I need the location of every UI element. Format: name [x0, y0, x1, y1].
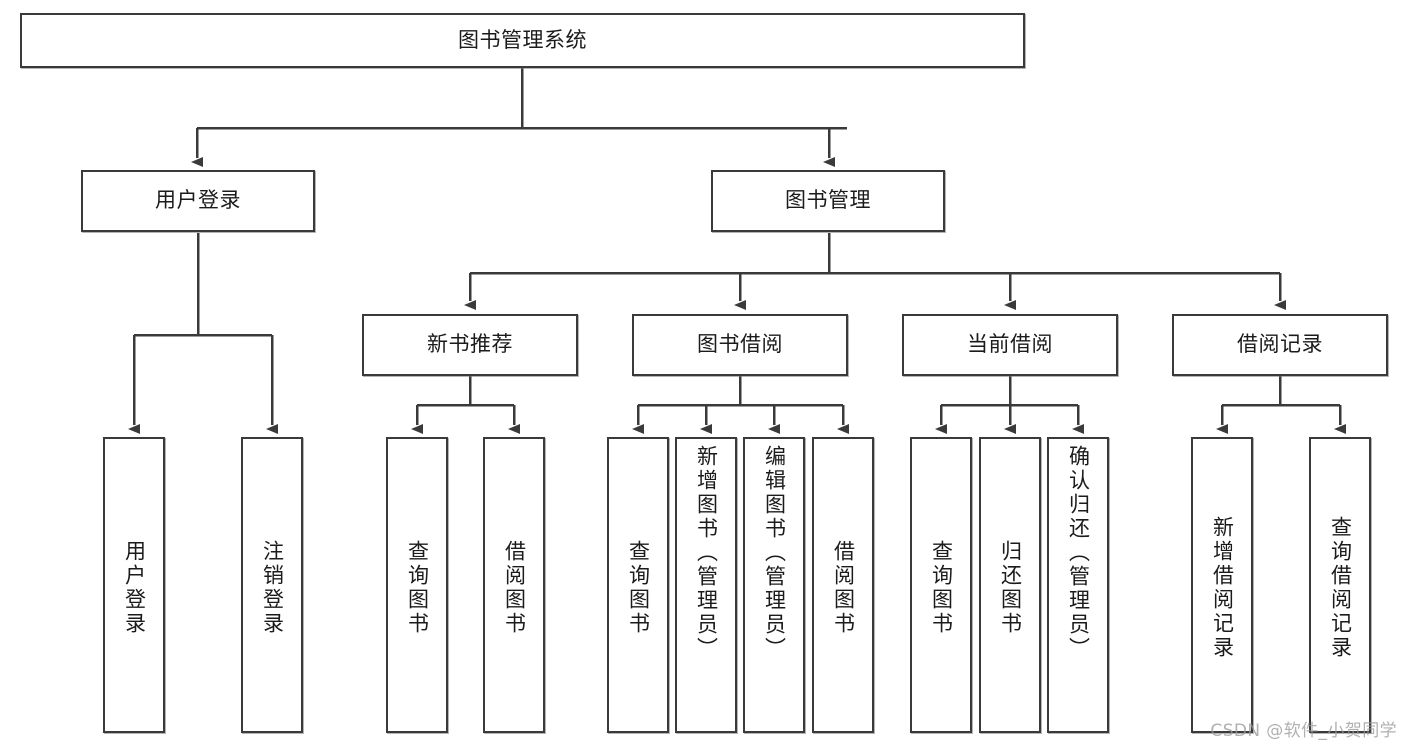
- node-book-management[interactable]: 图书管理: [711, 170, 945, 232]
- node-borrowing-record[interactable]: 借阅记录: [1172, 314, 1388, 376]
- leaf-borrow-record-add-record[interactable]: 新增借阅记录: [1191, 437, 1253, 733]
- leaf-borrow-record-query-record[interactable]: 查询借阅记录: [1309, 437, 1371, 733]
- leaf-label: 查询借阅记录: [1328, 516, 1353, 660]
- leaf-current-borrow-query-books[interactable]: 查询图书: [910, 437, 972, 733]
- csdn-watermark: CSDN @软件_小贺同学: [1210, 721, 1397, 741]
- leaf-current-borrow-return-books[interactable]: 归还图书: [979, 437, 1041, 733]
- leaf-label: 用户登录: [122, 540, 147, 636]
- leaf-book-borrow-edit-book-admin[interactable]: 编辑图书（管理员）: [743, 437, 805, 733]
- node-label: 图书管理系统: [458, 27, 587, 52]
- node-book-borrowing[interactable]: 图书借阅: [632, 314, 848, 376]
- leaf-book-borrow-add-book-admin[interactable]: 新增图书（管理员）: [675, 437, 737, 733]
- node-new-book-recommendation[interactable]: 新书推荐: [362, 314, 578, 376]
- leaf-book-borrow-borrow-books[interactable]: 借阅图书: [812, 437, 874, 733]
- leaf-label: 注销登录: [260, 540, 285, 636]
- leaf-new-book-query-books[interactable]: 查询图书: [386, 437, 448, 733]
- leaf-label: 查询图书: [405, 540, 430, 636]
- leaf-label: 查询图书: [929, 540, 954, 636]
- leaf-new-book-borrow-books[interactable]: 借阅图书: [483, 437, 545, 733]
- node-root-book-management-system[interactable]: 图书管理系统: [20, 13, 1025, 68]
- leaf-label: 借阅图书: [831, 540, 856, 636]
- leaf-current-borrow-confirm-return-admin[interactable]: 确认归还（管理员）: [1047, 437, 1109, 733]
- leaf-label: 借阅图书: [502, 540, 527, 636]
- leaf-label: 编辑图书（管理员）: [762, 445, 787, 661]
- leaf-label: 归还图书: [998, 540, 1023, 636]
- node-user-login[interactable]: 用户登录: [81, 170, 315, 232]
- node-label: 新书推荐: [427, 332, 513, 357]
- node-label: 图书管理: [785, 188, 871, 213]
- leaf-label: 查询图书: [626, 540, 651, 636]
- node-label: 借阅记录: [1237, 332, 1323, 357]
- leaf-user-login-signin[interactable]: 用户登录: [103, 437, 165, 733]
- leaf-label: 新增图书（管理员）: [694, 445, 719, 661]
- leaf-label: 确认归还（管理员）: [1066, 445, 1091, 661]
- node-label: 用户登录: [155, 188, 241, 213]
- node-label: 图书借阅: [697, 332, 783, 357]
- leaf-user-login-signout[interactable]: 注销登录: [241, 437, 303, 733]
- leaf-label: 新增借阅记录: [1210, 516, 1235, 660]
- node-label: 当前借阅: [967, 332, 1053, 357]
- leaf-book-borrow-query-books[interactable]: 查询图书: [607, 437, 669, 733]
- node-current-borrowing[interactable]: 当前借阅: [902, 314, 1118, 376]
